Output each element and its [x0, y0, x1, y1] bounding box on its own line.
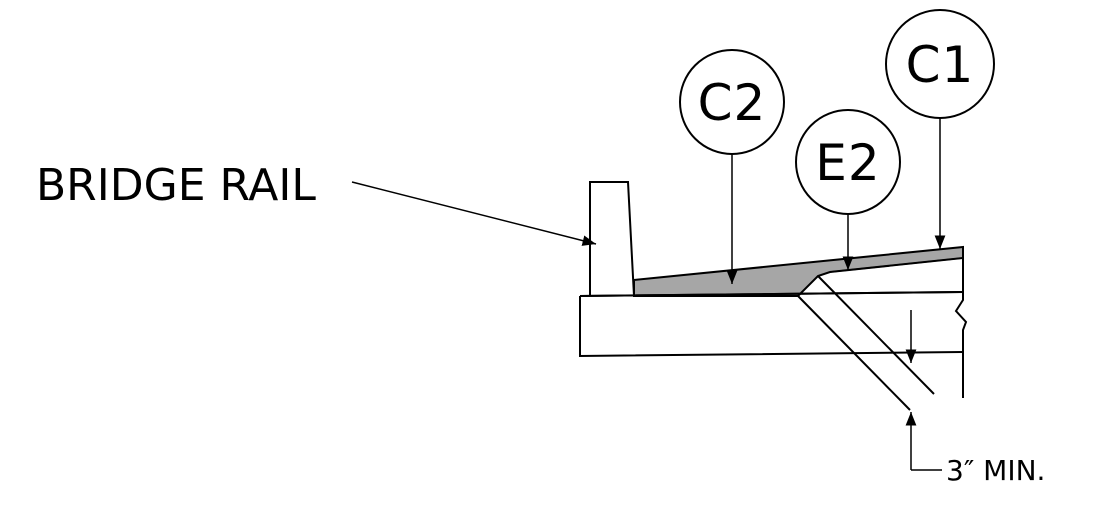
overlay-wedge: [633, 245, 964, 297]
bridge-rail-shape: [589, 181, 635, 297]
c2-callout-label: C2: [698, 74, 767, 132]
skewed-beam: [797, 275, 935, 411]
bridge-rail-leader: [351, 181, 597, 246]
min-dimension-label: 3″ MIN.: [946, 454, 1045, 487]
bridge-rail-label: BRIDGE RAIL: [36, 160, 316, 211]
e2-callout-label: E2: [815, 134, 880, 192]
deck-slab: [579, 291, 964, 358]
break-line: [954, 247, 968, 398]
deck-top-line: [579, 291, 964, 297]
c1-callout-label: C1: [906, 36, 975, 94]
